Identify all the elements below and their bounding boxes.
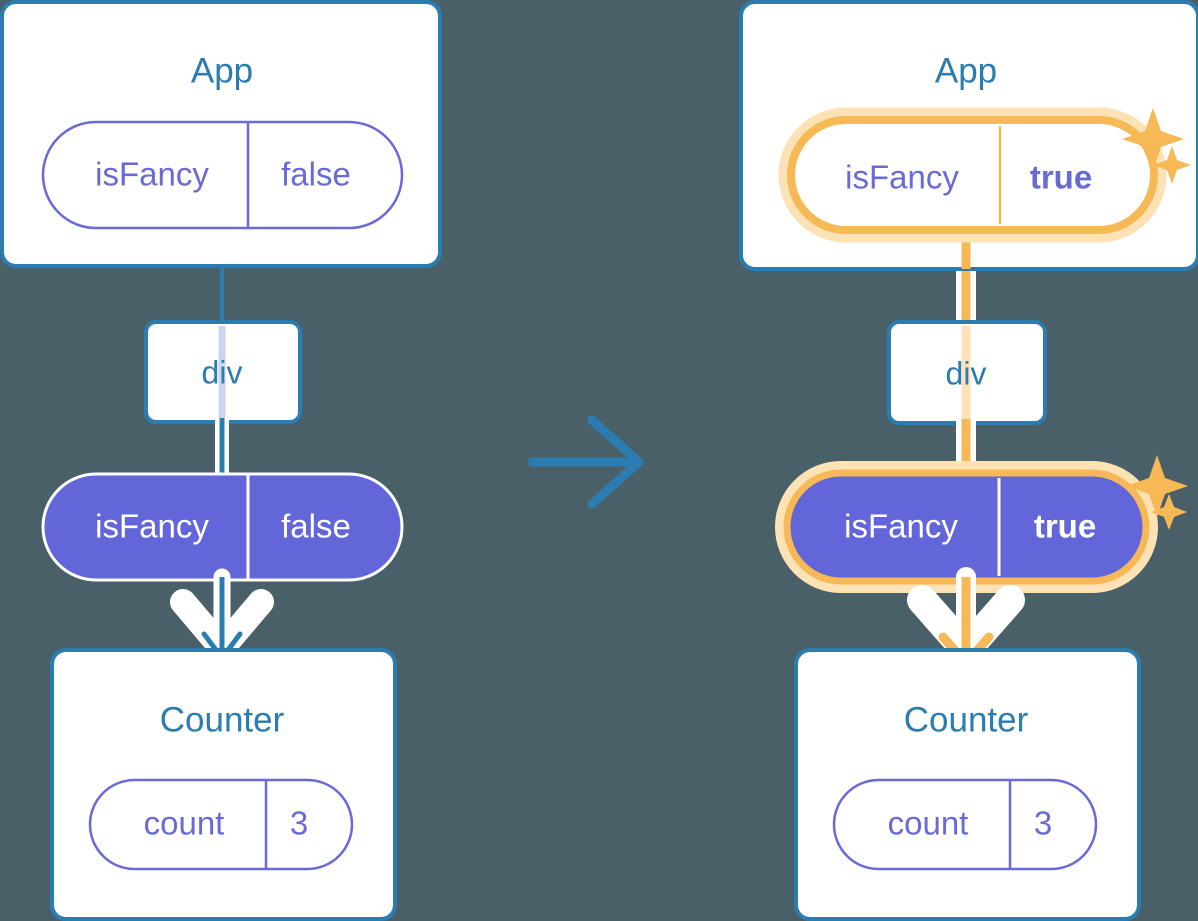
pill-key: isFancy <box>845 159 959 196</box>
pill-key: isFancy <box>95 508 209 545</box>
arrow-right-icon-head <box>587 415 644 509</box>
pill-outline <box>41 120 404 230</box>
sparkle-large-icon <box>1126 455 1188 517</box>
counter-box-before: Counter count 3 <box>50 648 397 921</box>
flow-arrow-to-counter-before <box>170 568 274 661</box>
counter-state-pill-after: count 3 <box>832 778 1098 871</box>
props-pill-before: isFancy false <box>41 472 404 582</box>
counter-box-after: Counter count 3 <box>794 648 1141 921</box>
transition-arrow <box>527 415 644 509</box>
app-title: App <box>191 51 253 90</box>
pill-key: isFancy <box>844 508 958 545</box>
pill-value: true <box>1030 159 1092 196</box>
pill-value: false <box>281 508 351 545</box>
pill-highlight-glow <box>778 107 1167 243</box>
counter-title: Counter <box>904 700 1029 739</box>
pill-key: count <box>144 805 225 842</box>
counter-title: Counter <box>160 700 285 739</box>
app-box-before: App isFancy false <box>0 0 442 268</box>
pill-value: 3 <box>1034 805 1052 842</box>
div-box-before: div <box>144 320 302 424</box>
pill-value: 3 <box>290 805 308 842</box>
props-pill-after: isFancy true <box>775 461 1158 593</box>
pill-highlight-ring <box>787 116 1158 234</box>
pill-value: true <box>1034 508 1096 545</box>
app-box-after: App isFancy true <box>739 0 1198 271</box>
div-label: div <box>202 354 243 390</box>
app-state-pill-before: isFancy false <box>41 120 404 230</box>
pill-value: false <box>281 156 351 193</box>
counter-state-pill-before: count 3 <box>88 778 354 871</box>
pill-outline <box>832 778 1098 871</box>
sparkle-small-icon <box>1153 146 1191 184</box>
panel-after: App isFancy true <box>739 0 1198 921</box>
div-box-after: div <box>887 320 1047 425</box>
sparkle-small-icon <box>1151 494 1187 530</box>
app-state-pill-after: isFancy true <box>778 107 1167 243</box>
div-label: div <box>946 355 987 391</box>
panel-before: App isFancy false div <box>0 0 442 921</box>
pill-key: isFancy <box>95 156 209 193</box>
pill-key: count <box>888 805 969 842</box>
sparkle-large-icon <box>1122 108 1184 170</box>
app-title: App <box>935 51 997 90</box>
pill-outline <box>88 778 354 871</box>
